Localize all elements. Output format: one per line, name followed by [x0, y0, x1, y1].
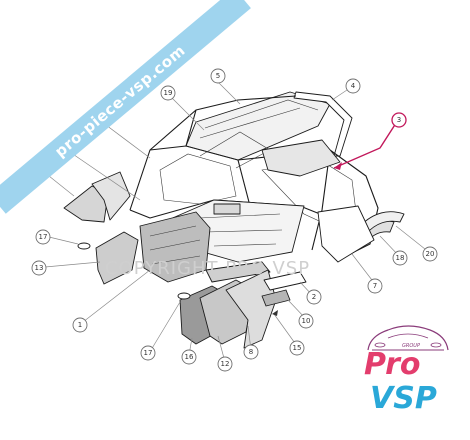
callout-10-label: 10 — [302, 317, 311, 325]
grommet-17 — [77, 242, 91, 250]
callout-17-lower-label: 17 — [144, 349, 153, 357]
highlight-arrowhead-3 — [334, 162, 342, 170]
callout-16[interactable]: 16 — [181, 349, 197, 365]
rear-parcel-shelf — [261, 139, 341, 177]
pointer-arrow-15 — [272, 310, 278, 316]
callout-2-label: 2 — [312, 293, 316, 301]
callout-20[interactable]: 20 — [422, 246, 438, 262]
callout-19-label: 19 — [164, 89, 173, 97]
rear-arch-part-20 — [359, 211, 405, 235]
callout-17-upper-label: 17 — [39, 233, 48, 241]
callout-5-label: 5 — [216, 72, 220, 80]
callout-12[interactable]: 12 — [217, 356, 233, 372]
callout-3-label: 3 — [397, 116, 401, 124]
callout-13-label: 13 — [35, 264, 44, 272]
callout-17-lower[interactable]: 17 — [140, 345, 156, 361]
callout-3[interactable]: 3 — [391, 112, 407, 128]
callout-7[interactable]: 7 — [367, 278, 383, 294]
rear-quarter-part-7 — [317, 205, 375, 263]
callout-17-upper[interactable]: 17 — [35, 229, 51, 245]
callout-16-label: 16 — [185, 353, 194, 361]
callout-1-label: 1 — [78, 321, 82, 329]
logo-vsp-text: VSP — [370, 381, 437, 416]
callout-2[interactable]: 2 — [306, 289, 322, 305]
highlight-leader-3 — [333, 119, 399, 169]
callout-5[interactable]: 5 — [210, 68, 226, 84]
callout-8-label: 8 — [249, 348, 253, 356]
copyright-watermark: COPYRIGHT PRO VSP — [105, 258, 311, 279]
callout-18[interactable]: 18 — [392, 250, 408, 266]
logo-group-text: GROUP — [402, 343, 420, 349]
callout-1[interactable]: 1 — [72, 317, 88, 333]
callout-15[interactable]: 15 — [289, 340, 305, 356]
callout-19[interactable]: 19 — [160, 85, 176, 101]
callout-10[interactable]: 10 — [298, 313, 314, 329]
callout-4[interactable]: 4 — [345, 78, 361, 94]
front-wing-part-11 — [91, 171, 131, 221]
wing-part-8 — [225, 269, 277, 349]
cross-member — [205, 261, 271, 283]
callout-12-label: 12 — [221, 360, 230, 368]
car-outline-logo-icon — [367, 325, 449, 351]
grommet-17-lower — [177, 292, 191, 300]
callout-15-label: 15 — [293, 344, 302, 352]
callout-7-label: 7 — [373, 282, 377, 290]
logo-pro-text: Pro — [364, 347, 421, 382]
callout-4-label: 4 — [351, 82, 356, 90]
callout-8[interactable]: 8 — [243, 344, 259, 360]
callout-13[interactable]: 13 — [31, 260, 47, 276]
reinforcement-part-2 — [263, 271, 307, 291]
wheel-arch-part-13 — [95, 231, 139, 285]
provsp-logo: GROUP Pro VSP — [358, 318, 458, 428]
callout-18-label: 18 — [396, 254, 405, 262]
callout-20-label: 20 — [426, 250, 435, 258]
bracket-part-10 — [261, 289, 291, 307]
